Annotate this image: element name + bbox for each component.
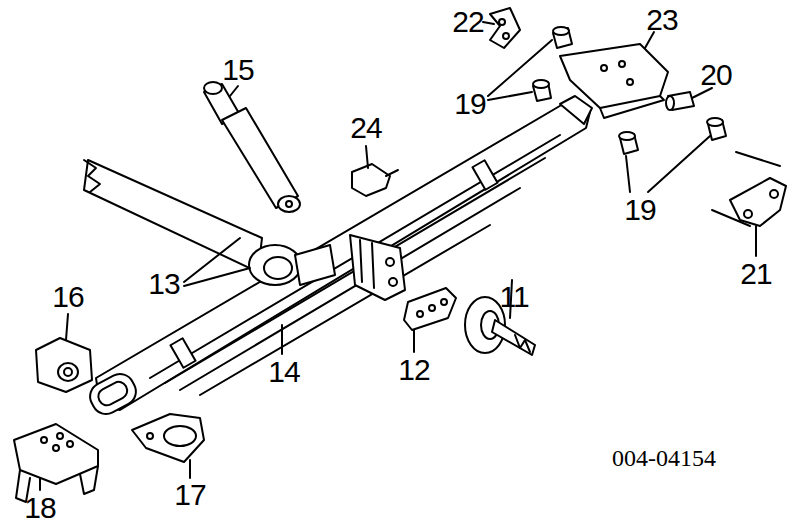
callout-number: 17 <box>174 480 205 510</box>
callout-number: 11 <box>499 282 528 312</box>
drawing-number: 004-04154 <box>612 446 716 470</box>
callout-number: 18 <box>24 493 55 523</box>
callout-number: 16 <box>52 282 83 312</box>
callout-number: 13 <box>148 269 179 299</box>
callout-number: 15 <box>222 55 253 85</box>
callout-number: 23 <box>646 5 677 35</box>
callout-number: 20 <box>700 60 731 90</box>
callout-number: 22 <box>452 7 483 37</box>
callout-number: 19 <box>624 195 655 225</box>
callout-number: 24 <box>350 113 381 143</box>
callout-number: 19 <box>454 89 485 119</box>
callout-number: 12 <box>398 355 429 385</box>
callout-number: 14 <box>268 357 299 387</box>
callout-number: 21 <box>740 259 771 289</box>
